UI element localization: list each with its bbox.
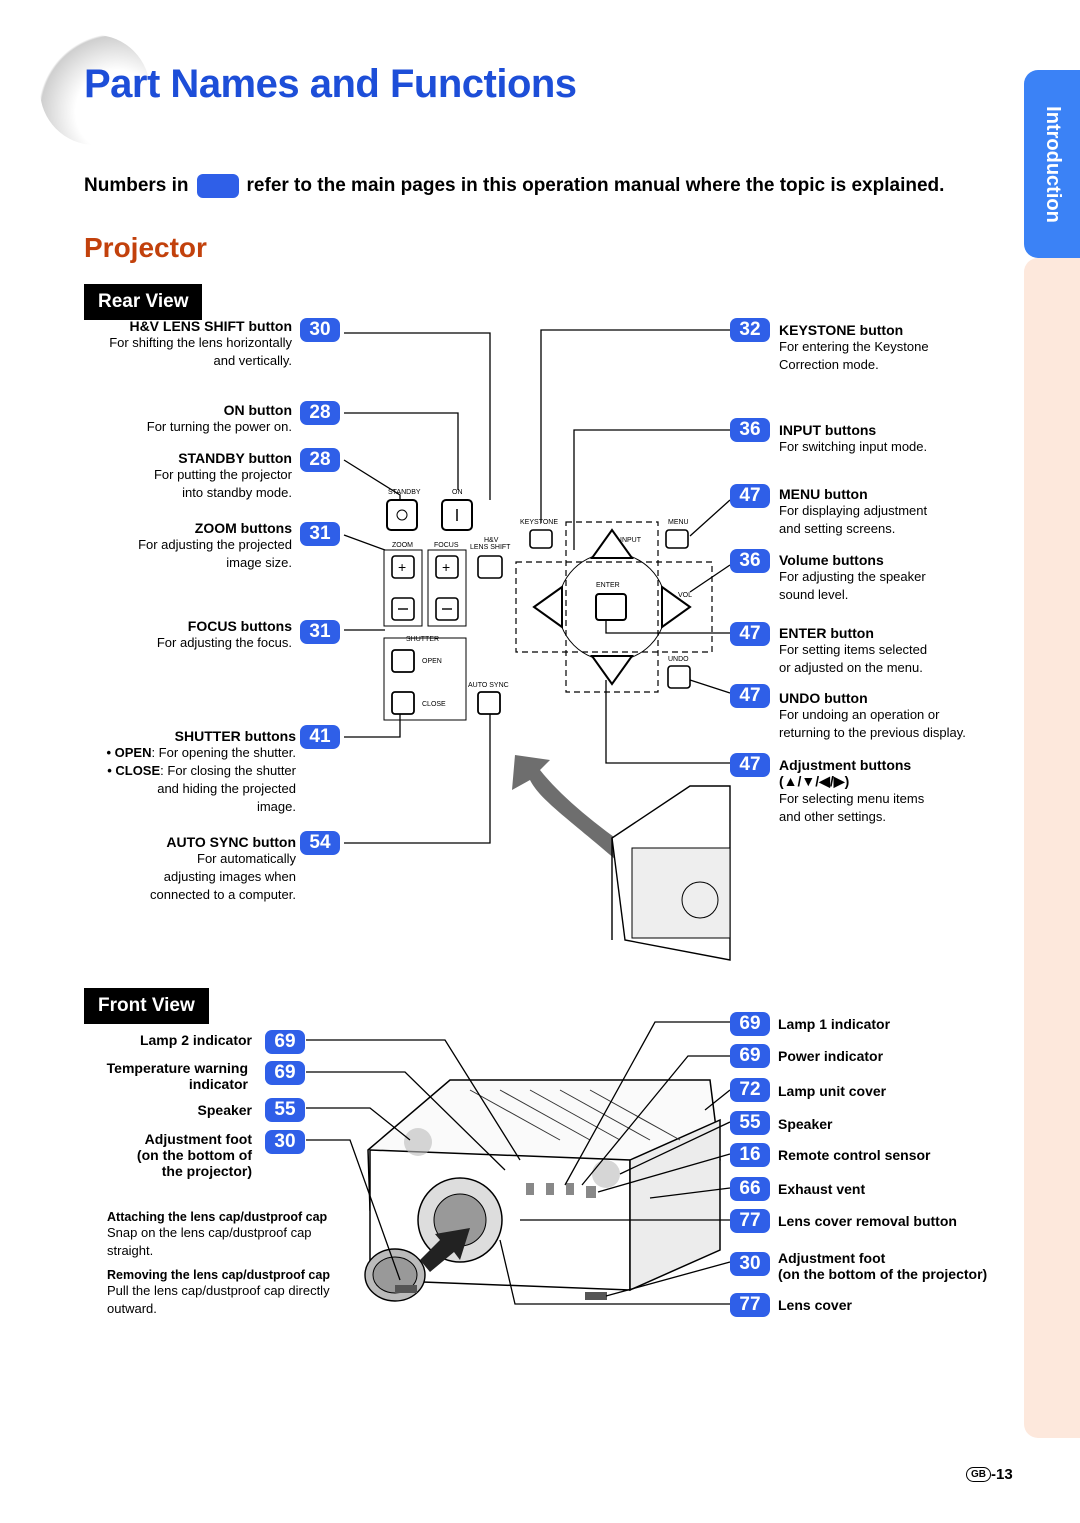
- page-number-badge-sample: [196, 174, 239, 198]
- intro-text: Numbers in refer to the main pages in th…: [84, 174, 944, 198]
- page-badge-speaker-left: 55: [265, 1098, 305, 1122]
- page-badge-speaker-right: 55: [730, 1111, 770, 1135]
- speaker-right-label: Speaker: [778, 1116, 833, 1132]
- lens-cover-removal-label: Lens cover removal button: [778, 1213, 957, 1229]
- svg-text:STANDBY: STANDBY: [388, 489, 421, 496]
- page-badge-lamp-cover: 72: [730, 1078, 770, 1102]
- page-badge-lens-cover: 77: [730, 1293, 770, 1317]
- lens-cover-label: Lens cover: [778, 1297, 852, 1313]
- svg-text:OPEN: OPEN: [422, 658, 442, 665]
- page-badge-volume: 36: [730, 549, 770, 573]
- page-badge-undo: 47: [730, 684, 770, 708]
- auto-sync-label: AUTO SYNC button For automatically adjus…: [150, 834, 296, 902]
- exhaust-vent-label: Exhaust vent: [778, 1181, 866, 1197]
- page-badge-foot-right: 30: [730, 1252, 770, 1276]
- page-badge-adjustment: 47: [730, 753, 770, 777]
- front-view-badge: Front View: [84, 988, 209, 1024]
- svg-text:ZOOM: ZOOM: [392, 542, 413, 549]
- input-buttons-label: INPUT buttons For switching input mode.: [779, 422, 928, 454]
- page-badge-standby: 28: [300, 448, 340, 472]
- keystone-button-label: KEYSTONE button For entering the Keyston…: [779, 322, 929, 372]
- side-strip: [1024, 258, 1080, 1438]
- svg-text:MENU: MENU: [668, 519, 689, 526]
- standby-button-label: STANDBY button For putting the projector…: [153, 450, 292, 500]
- section-tab-label: Introduction: [1041, 105, 1064, 223]
- menu-button-label: MENU button For displaying adjustment an…: [779, 486, 928, 536]
- volume-buttons-label: Volume buttons For adjusting the speaker…: [779, 552, 926, 602]
- lamp2-indicator-label: Lamp 2 indicator: [139, 1032, 252, 1048]
- page-badge-lamp1: 69: [730, 1012, 770, 1036]
- remote-sensor-label: Remote control sensor: [778, 1147, 931, 1163]
- page-badge-auto-sync: 54: [300, 831, 340, 855]
- adjustment-foot-left-label: Adjustment foot (on the bottom of the pr…: [136, 1131, 252, 1179]
- speaker-left-label: Speaker: [197, 1102, 252, 1118]
- page-badge-hv-lens-shift: 30: [300, 318, 340, 342]
- rear-view-diagram: STANDBY ON ZOOM FOCUS H&V LENS SHIFT + +…: [343, 329, 731, 961]
- page-number: -13: [991, 1466, 1013, 1483]
- svg-text:ON: ON: [452, 489, 463, 496]
- svg-text:FOCUS: FOCUS: [434, 542, 459, 549]
- adjustment-buttons-label: Adjustment buttons (▲/▼/◀/▶) For selecti…: [779, 757, 925, 824]
- adjustment-foot-right-label: Adjustment foot (on the bottom of the pr…: [778, 1250, 988, 1282]
- page-badge-focus: 31: [300, 620, 340, 644]
- page-badge-on: 28: [300, 401, 340, 425]
- title-decoration: [40, 35, 150, 145]
- page-badge-menu: 47: [730, 484, 770, 508]
- svg-text:ENTER: ENTER: [596, 582, 620, 589]
- page-badge-shutter: 41: [300, 725, 340, 749]
- zoom-buttons-label: ZOOM buttons For adjusting the projected…: [138, 520, 292, 570]
- page-badge-temp: 69: [265, 1061, 305, 1085]
- intro-before: Numbers in: [84, 175, 189, 196]
- front-view-diagram: [306, 1021, 731, 1305]
- enter-button-label: ENTER button For setting items selected …: [779, 625, 928, 675]
- svg-text:LENS SHIFT: LENS SHIFT: [470, 544, 511, 551]
- page-badge-power: 69: [730, 1044, 770, 1068]
- hv-lens-shift-label: H&V LENS SHIFT button For shifting the l…: [109, 318, 292, 368]
- svg-text:UNDO: UNDO: [668, 656, 689, 663]
- rear-view-badge: Rear View: [84, 284, 203, 320]
- svg-text:+: +: [398, 559, 406, 575]
- page-badge-input: 36: [730, 418, 770, 442]
- svg-text:AUTO SYNC: AUTO SYNC: [468, 682, 509, 689]
- svg-text:VOL: VOL: [678, 592, 692, 599]
- shutter-buttons-label: SHUTTER buttons • OPEN: For opening the …: [106, 728, 296, 814]
- page-badge-keystone: 32: [730, 318, 770, 342]
- lens-cap-instructions: Attaching the lens cap/dustproof cap Sna…: [107, 1210, 330, 1316]
- on-button-label: ON button For turning the power on.: [146, 402, 292, 434]
- section-title: Projector: [84, 232, 207, 263]
- temp-warning-label: Temperature warning indicator: [106, 1060, 248, 1092]
- lamp1-indicator-label: Lamp 1 indicator: [778, 1016, 891, 1032]
- page-badge-lamp2: 69: [265, 1030, 305, 1054]
- page-badge-lens-cover-removal: 77: [730, 1209, 770, 1233]
- page-badge-exhaust: 66: [730, 1177, 770, 1201]
- lamp-unit-cover-label: Lamp unit cover: [778, 1083, 887, 1099]
- power-indicator-label: Power indicator: [778, 1048, 884, 1064]
- focus-buttons-label: FOCUS buttons For adjusting the focus.: [156, 618, 292, 650]
- page-footer: GB -13: [966, 1466, 1013, 1483]
- svg-text:SHUTTER: SHUTTER: [406, 636, 439, 643]
- region-badge: GB: [966, 1467, 991, 1482]
- svg-text:INPUT: INPUT: [620, 537, 642, 544]
- page-title: Part Names and Functions: [84, 62, 577, 106]
- svg-text:KEYSTONE: KEYSTONE: [520, 519, 558, 526]
- page-badge-foot-left: 30: [265, 1130, 305, 1154]
- undo-button-label: UNDO button For undoing an operation or …: [779, 690, 966, 740]
- svg-text:+: +: [442, 559, 450, 575]
- svg-text:CLOSE: CLOSE: [422, 701, 446, 708]
- svg-text:H&V: H&V: [484, 537, 499, 544]
- page-badge-zoom: 31: [300, 522, 340, 546]
- section-tab: Introduction: [1024, 70, 1080, 258]
- intro-after: refer to the main pages in this operatio…: [246, 175, 945, 196]
- page-badge-remote-sensor: 16: [730, 1143, 770, 1167]
- page-badge-enter: 47: [730, 622, 770, 646]
